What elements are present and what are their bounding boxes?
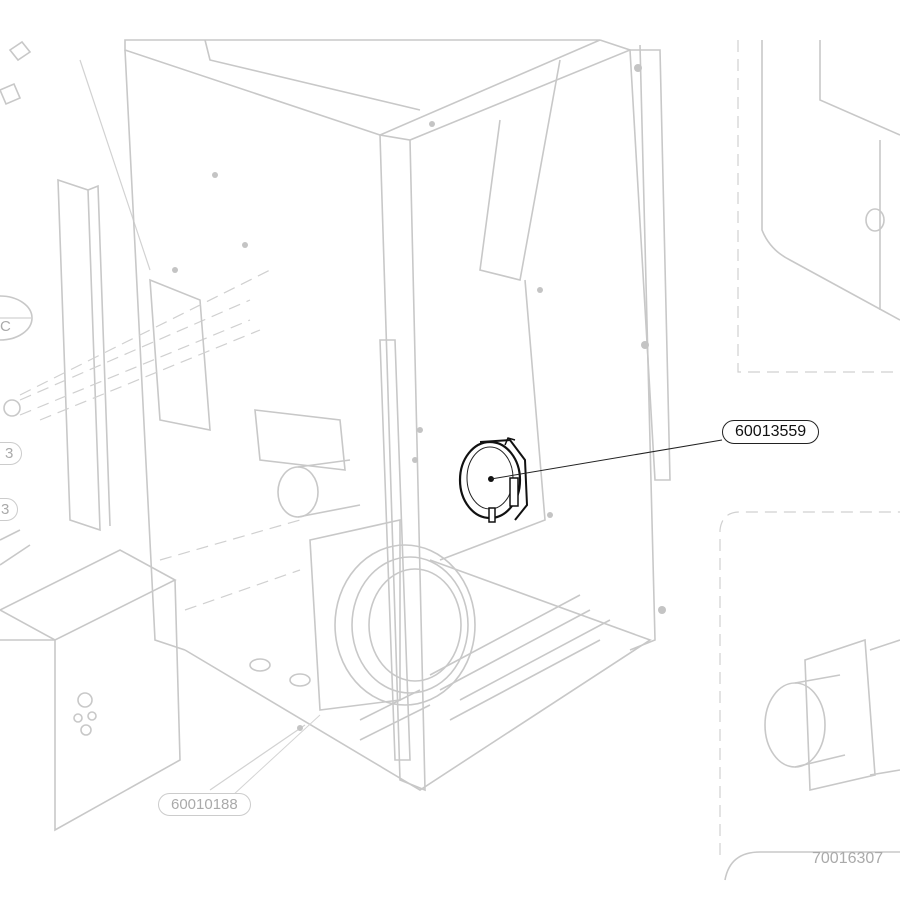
callout-70016307-clipped[interactable]: 70016307 (812, 850, 884, 867)
partial-callout-3a: 3 (0, 442, 23, 465)
leader-line-60013559 (490, 439, 723, 480)
callout-60013559[interactable]: 60013559 (722, 420, 820, 444)
leader-line-60010188 (231, 714, 321, 797)
left-partial-circles (0, 295, 251, 417)
frame-screws (172, 64, 666, 731)
partial-callout-c: C (0, 318, 11, 335)
pressure-switch-60013559[interactable] (458, 437, 529, 523)
main-frame (19, 39, 671, 792)
right-panel-bottom (719, 511, 900, 881)
callout-60010188[interactable]: 60010188 (158, 793, 251, 816)
partial-callout-3b: 3 (0, 498, 19, 521)
control-box (0, 549, 181, 832)
left-fittings (0, 40, 151, 566)
right-panel-top (737, 40, 900, 373)
